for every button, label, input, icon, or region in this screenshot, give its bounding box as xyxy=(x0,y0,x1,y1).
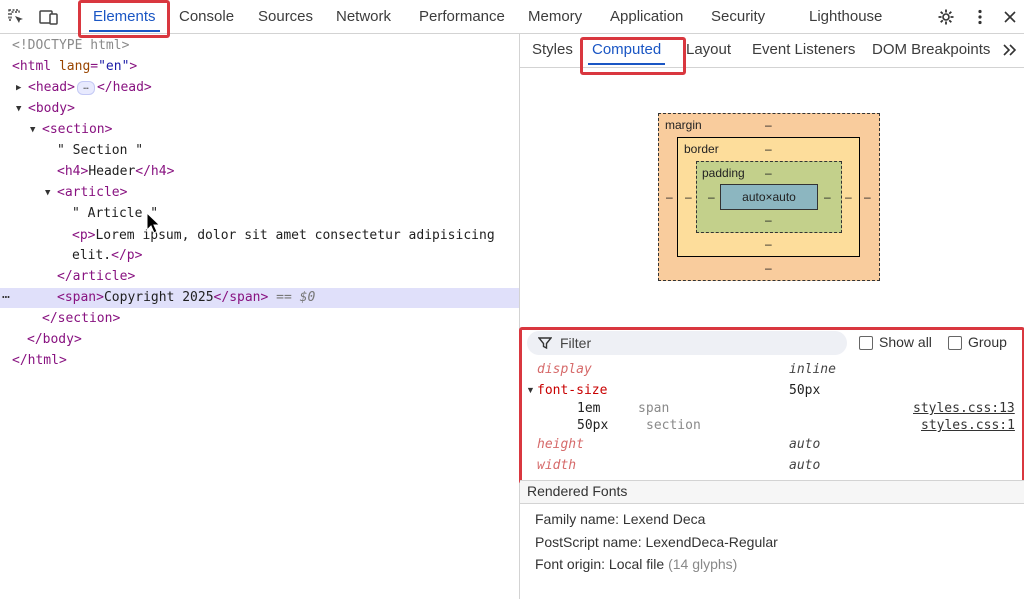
close-icon[interactable] xyxy=(999,6,1021,28)
tab-styles[interactable]: Styles xyxy=(532,41,573,58)
ellipsis-badge[interactable]: … xyxy=(76,80,95,95)
dom-article-close[interactable]: </article> xyxy=(57,269,136,284)
font-size-trace-value-2: 50px xyxy=(577,418,609,433)
dom-body-close[interactable]: </body> xyxy=(27,332,82,347)
font-origin: Font origin: Local file (14 glyphs) xyxy=(535,556,738,572)
font-size-trace-value-1: 1em xyxy=(577,401,601,416)
collapse-triangle-icon[interactable]: ▼ xyxy=(16,104,22,114)
border-right-value[interactable]: – xyxy=(845,190,852,204)
tab-memory[interactable]: Memory xyxy=(528,8,583,25)
font-family-name: Family name: Lexend Deca xyxy=(535,511,706,527)
tab-application[interactable]: Application xyxy=(610,8,684,25)
devtools-toolbar: Elements Console Sources Network Perform… xyxy=(0,0,1024,34)
expand-triangle-icon[interactable]: ▶ xyxy=(16,83,22,93)
chevron-double-right-icon[interactable] xyxy=(1002,43,1018,62)
dom-p-line1[interactable]: <p>Lorem ipsum, dolor sit amet consectet… xyxy=(72,228,495,243)
dom-section-text[interactable]: " Section " xyxy=(57,143,144,158)
tab-event-listeners[interactable]: Event Listeners xyxy=(752,41,856,58)
padding-bottom-value[interactable]: – xyxy=(765,213,772,227)
kebab-icon[interactable] xyxy=(969,6,991,28)
dom-body-open[interactable]: ▼ <body> xyxy=(0,99,519,119)
tab-layout[interactable]: Layout xyxy=(686,41,732,58)
dom-section-open[interactable]: ▼ <section> xyxy=(0,120,519,140)
side-panel-tabs: Styles Computed Layout Event Listeners D… xyxy=(520,34,1024,68)
dom-html-open[interactable]: <html lang="en"> xyxy=(12,59,138,74)
collapse-triangle-icon[interactable]: ▼ xyxy=(45,188,51,198)
dom-article-text[interactable]: " Article " xyxy=(72,206,159,221)
row-dots[interactable]: … xyxy=(2,287,10,302)
tab-sources[interactable]: Sources xyxy=(258,8,314,25)
panel-divider[interactable] xyxy=(519,34,520,599)
tab-computed[interactable]: Computed xyxy=(587,34,666,67)
prop-width-name[interactable]: width xyxy=(537,458,577,473)
font-postscript-name: PostScript name: LexendDeca-Regular xyxy=(535,534,778,550)
padding-left-value[interactable]: – xyxy=(708,190,715,204)
padding-top-value[interactable]: – xyxy=(765,166,772,180)
show-all-checkbox[interactable] xyxy=(859,336,873,350)
filter-placeholder: Filter xyxy=(560,335,592,351)
tab-console[interactable]: Console xyxy=(179,8,235,25)
dom-tree: <!DOCTYPE html> <html lang="en"> ▶ <head… xyxy=(0,34,519,599)
prop-font-size-name[interactable]: font-size xyxy=(537,383,608,398)
inspect-element-icon[interactable] xyxy=(5,6,27,28)
dom-section-close[interactable]: </section> xyxy=(42,311,121,326)
filter-input[interactable]: Filter xyxy=(527,331,847,355)
margin-top-value[interactable]: – xyxy=(765,118,772,132)
rendered-fonts-header[interactable]: Rendered Fonts xyxy=(520,480,1024,504)
dom-p-line2[interactable]: elit.</p> xyxy=(72,248,143,263)
dom-html-close[interactable]: </html> xyxy=(12,353,67,368)
prop-height-name[interactable]: height xyxy=(537,437,584,452)
dom-span-selected[interactable]: … <span>Copyright 2025</span> == $0 xyxy=(0,287,519,308)
tab-performance[interactable]: Performance xyxy=(419,8,505,25)
border-left-value[interactable]: – xyxy=(685,190,692,204)
box-model-content[interactable]: auto×auto xyxy=(720,184,818,210)
prop-width-value: auto xyxy=(789,458,821,473)
gear-icon[interactable] xyxy=(935,6,957,28)
dom-h4[interactable]: <h4>Header</h4> xyxy=(57,164,175,179)
padding-right-value[interactable]: – xyxy=(824,190,831,204)
border-label: border xyxy=(684,142,719,156)
device-toolbar-icon[interactable] xyxy=(38,6,60,28)
group-checkbox[interactable] xyxy=(948,336,962,350)
tab-lighthouse[interactable]: Lighthouse xyxy=(809,8,883,25)
prop-height-value: auto xyxy=(789,437,821,452)
dom-doctype[interactable]: <!DOCTYPE html> xyxy=(12,38,130,53)
rendered-fonts-title: Rendered Fonts xyxy=(527,483,628,499)
font-size-trace-source-1[interactable]: styles.css:13 xyxy=(913,401,1015,416)
show-all-label[interactable]: Show all xyxy=(879,334,932,350)
border-top-value[interactable]: – xyxy=(765,142,772,156)
margin-left-value[interactable]: – xyxy=(666,190,673,204)
tab-network[interactable]: Network xyxy=(336,8,392,25)
tab-dom-breakpoints[interactable]: DOM Breakpoints xyxy=(872,41,991,58)
mouse-cursor-icon xyxy=(146,212,160,234)
filter-icon xyxy=(537,336,553,355)
prop-display-name[interactable]: display xyxy=(537,362,592,377)
prop-font-size-value: 50px xyxy=(789,383,821,398)
prop-display-value: inline xyxy=(789,362,836,377)
margin-right-value[interactable]: – xyxy=(864,190,871,204)
tab-security[interactable]: Security xyxy=(711,8,766,25)
dom-article-open[interactable]: ▼ <article> xyxy=(0,183,519,203)
group-label[interactable]: Group xyxy=(968,334,1007,350)
collapse-triangle-icon[interactable]: ▼ xyxy=(30,125,36,135)
margin-bottom-value[interactable]: – xyxy=(765,261,772,275)
padding-label: padding xyxy=(702,166,745,180)
font-size-trace-selector-2: section xyxy=(646,418,701,433)
tab-elements[interactable]: Elements xyxy=(89,0,160,33)
margin-label: margin xyxy=(665,118,702,132)
font-size-trace-source-2[interactable]: styles.css:1 xyxy=(921,418,1015,433)
border-bottom-value[interactable]: – xyxy=(765,237,772,251)
font-size-trace-selector-1: span xyxy=(638,401,670,416)
dom-head[interactable]: ▶ <head>…</head> xyxy=(0,78,519,98)
collapse-triangle-icon[interactable]: ▼ xyxy=(526,385,535,395)
